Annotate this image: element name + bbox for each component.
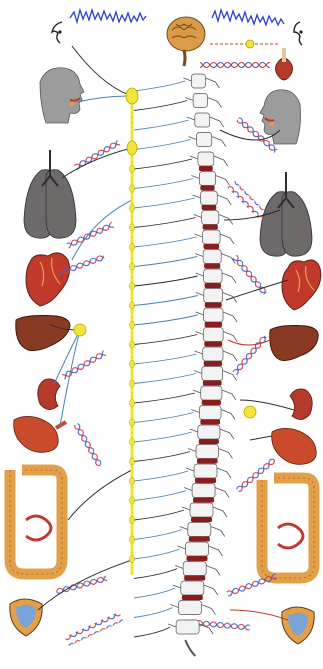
vertebra xyxy=(188,523,211,537)
vertebra xyxy=(190,503,213,517)
chain-ganglion xyxy=(129,243,134,250)
celiac-ganglion xyxy=(74,324,86,336)
intervertebral-disc xyxy=(182,595,203,600)
vertebra xyxy=(194,464,217,478)
vertebra xyxy=(203,230,221,244)
vertebra xyxy=(192,484,215,498)
intervertebral-disc xyxy=(205,303,222,308)
vertebra xyxy=(201,191,218,205)
superior-cervical-ganglion xyxy=(126,88,138,104)
chain-ganglion xyxy=(129,282,134,289)
chain-ganglion xyxy=(129,536,134,543)
vertebra xyxy=(204,269,223,283)
intervertebral-disc xyxy=(203,225,218,230)
chain-ganglion xyxy=(129,360,134,367)
chain-ganglion xyxy=(129,419,134,426)
vertebra xyxy=(183,562,206,576)
intervertebral-disc xyxy=(202,400,221,405)
vertebra xyxy=(202,211,219,225)
chain-ganglion xyxy=(129,204,134,211)
vertebra xyxy=(202,367,223,381)
vertebra xyxy=(204,289,223,303)
intervertebral-disc xyxy=(204,264,220,269)
intervertebral-disc xyxy=(191,517,212,522)
intervertebral-disc xyxy=(199,439,219,444)
vertebra xyxy=(198,152,214,166)
vertebra xyxy=(186,542,209,556)
vertebra xyxy=(196,133,211,147)
intervertebral-disc xyxy=(200,186,214,191)
intervertebral-disc xyxy=(197,459,218,464)
chain-ganglion xyxy=(129,458,134,465)
vertebra xyxy=(203,328,223,342)
intervertebral-disc xyxy=(200,420,220,425)
vertebra xyxy=(181,581,204,595)
chain-ganglion xyxy=(129,165,134,172)
vertebra xyxy=(191,74,205,88)
chain-ganglion xyxy=(129,516,134,523)
vertebra xyxy=(204,308,223,322)
vertebra xyxy=(195,113,210,127)
chain-ganglion xyxy=(129,477,134,484)
vertebra xyxy=(199,406,221,420)
intervertebral-disc xyxy=(195,478,216,483)
chain-ganglion xyxy=(129,341,134,348)
chain-ganglion xyxy=(129,224,134,231)
vertebra xyxy=(203,250,221,264)
intervertebral-disc xyxy=(202,205,217,210)
intervertebral-disc xyxy=(204,342,222,347)
intervertebral-disc xyxy=(189,537,210,542)
chain-ganglion xyxy=(129,438,134,445)
vertebra xyxy=(201,386,222,400)
middle-cervical-ganglion xyxy=(127,141,137,155)
chain-ganglion xyxy=(129,321,134,328)
vertebra xyxy=(193,94,207,108)
ciliary-ganglion xyxy=(246,40,254,48)
chain-ganglion xyxy=(129,497,134,504)
intervertebral-disc xyxy=(193,498,214,503)
intervertebral-disc xyxy=(187,556,208,561)
vertebra xyxy=(178,601,201,615)
intervertebral-disc xyxy=(204,361,222,366)
intervertebral-disc xyxy=(204,244,220,249)
vertebra xyxy=(196,445,219,459)
intervertebral-disc xyxy=(199,166,213,171)
intervertebral-disc xyxy=(205,322,222,327)
intervertebral-disc xyxy=(203,381,222,386)
chain-ganglion xyxy=(129,185,134,192)
intervertebral-disc xyxy=(184,576,205,581)
right-ganglion xyxy=(244,406,256,418)
chain-ganglion xyxy=(129,555,134,562)
vertebra xyxy=(176,620,199,634)
vertebra xyxy=(203,347,223,361)
chain-ganglion xyxy=(129,302,134,309)
chain-ganglion xyxy=(129,263,134,270)
chain-ganglion xyxy=(129,399,134,406)
vertebra xyxy=(199,172,215,186)
vertebra xyxy=(198,425,220,439)
intervertebral-disc xyxy=(205,283,222,288)
chain-ganglion xyxy=(129,380,134,387)
